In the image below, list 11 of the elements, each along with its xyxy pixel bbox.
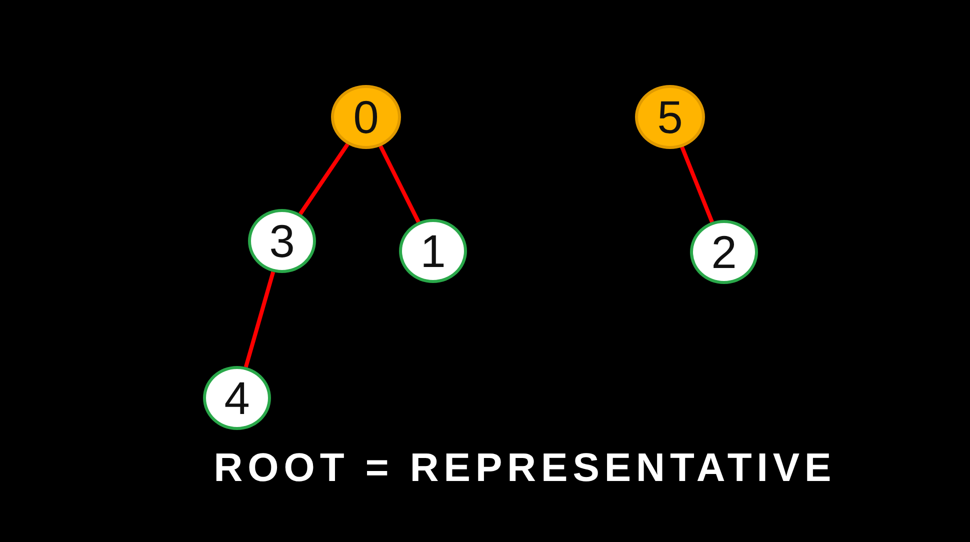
- tree-edge: [378, 145, 420, 223]
- node-number: 4: [224, 375, 250, 421]
- tree-edge: [244, 271, 276, 368]
- node-number: 2: [711, 229, 737, 275]
- caption-text: ROOT = REPRESENTATIVE: [212, 446, 838, 491]
- node-number: 3: [269, 218, 295, 264]
- tree-edge: [298, 143, 350, 216]
- node-number: 0: [353, 94, 379, 140]
- node-number: 1: [420, 228, 446, 274]
- node-number: 5: [657, 94, 683, 140]
- tree-edge: [680, 146, 714, 223]
